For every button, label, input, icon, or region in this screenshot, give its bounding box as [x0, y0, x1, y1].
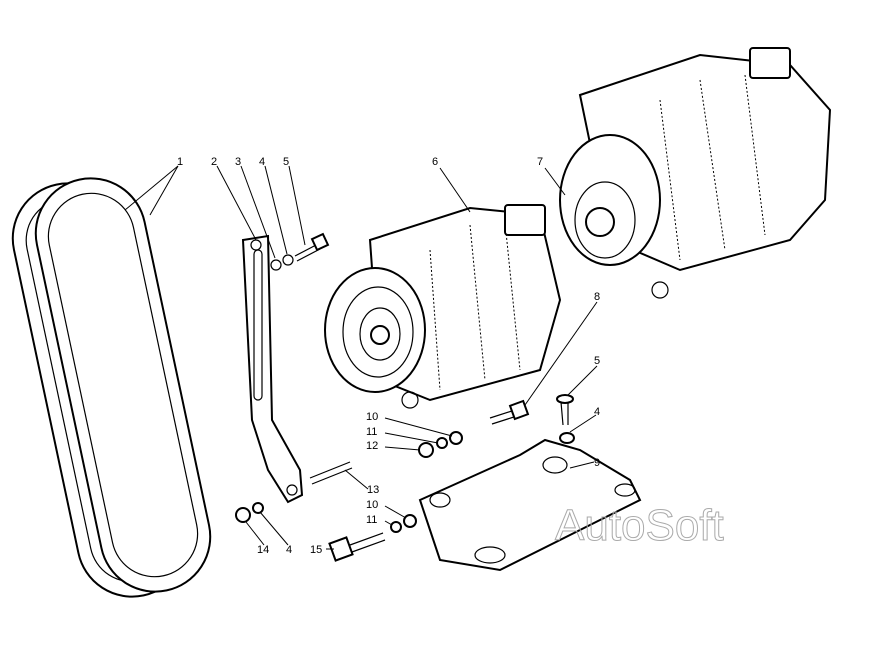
- callout-6: 6: [432, 156, 438, 168]
- callout-4-lower: 4: [286, 544, 292, 556]
- stud-8: [489, 399, 530, 425]
- drive-belt: [11, 177, 212, 598]
- top-fasteners: [270, 232, 330, 271]
- callout-15: 15: [310, 544, 322, 556]
- callout-11-upper: 11: [366, 426, 377, 438]
- right-fasteners: [556, 394, 575, 444]
- callout-10-lower: 10: [366, 499, 378, 511]
- stud-13: [309, 461, 353, 485]
- callout-13: 13: [367, 484, 379, 496]
- alternator-front: [324, 204, 562, 409]
- callout-10-upper: 10: [366, 411, 378, 423]
- callout-8: 8: [594, 291, 600, 303]
- callout-1: 1: [177, 156, 183, 168]
- adjusting-strap: [241, 234, 304, 504]
- callout-3: 3: [235, 156, 241, 168]
- callout-9: 9: [594, 457, 600, 469]
- callout-11-lower: 11: [366, 514, 377, 526]
- callout-2: 2: [211, 156, 217, 168]
- callout-4-right: 4: [594, 406, 600, 418]
- callout-12: 12: [366, 440, 378, 452]
- callout-5-right: 5: [594, 355, 600, 367]
- leader-lines: [124, 165, 598, 550]
- callout-4: 4: [259, 156, 265, 168]
- callout-7: 7: [537, 156, 543, 168]
- alternator-rear: [559, 47, 832, 299]
- nut-stack-upper: [418, 431, 463, 458]
- callout-5: 5: [283, 156, 289, 168]
- lower-fasteners: [235, 502, 417, 562]
- callout-14: 14: [257, 544, 269, 556]
- mount-bracket: [418, 438, 642, 572]
- callouts: 1 2 3 4 5 6 7 8 5 4 9 10 11 12 13 10 11 …: [177, 156, 600, 556]
- watermark: AutoSoft: [555, 501, 724, 550]
